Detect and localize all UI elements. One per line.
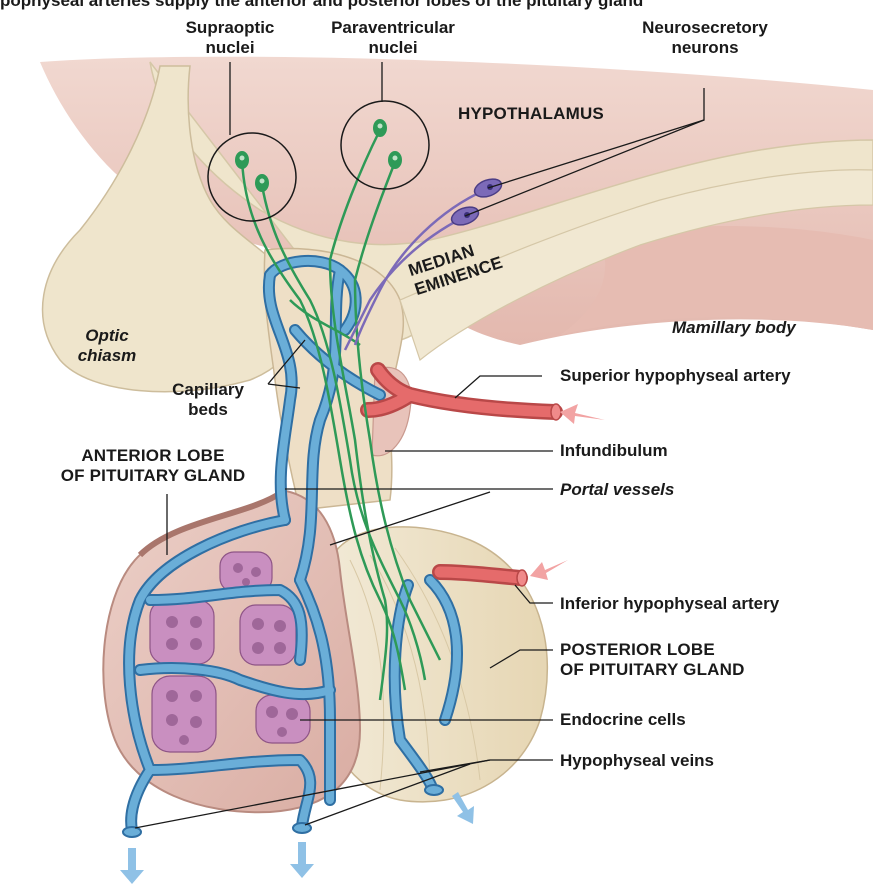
- portal-vessels-label: Portal vessels: [560, 480, 674, 500]
- posterior-lobe-label: POSTERIOR LOBE OF PITUITARY GLAND: [560, 640, 745, 680]
- mamillary-body-label: Mamillary body: [672, 318, 796, 338]
- inferior-hypophyseal-artery-label: Inferior hypophyseal artery: [560, 594, 779, 614]
- supraoptic-nuclei-label: Supraoptic nuclei: [168, 18, 292, 58]
- superior-hypophyseal-artery-label: Superior hypophyseal artery: [560, 366, 791, 386]
- inferior-artery-flow-arrow: [530, 560, 568, 580]
- anterior-lobe-label: ANTERIOR LOBE OF PITUITARY GLAND: [28, 446, 278, 486]
- capillary-beds-label: Capillary beds: [150, 380, 266, 420]
- infundibulum-label: Infundibulum: [560, 441, 668, 461]
- endocrine-cells-label: Endocrine cells: [560, 710, 686, 730]
- paraventricular-nuclei-label: Paraventricular nuclei: [318, 18, 468, 58]
- hypothalamus-label: HYPOTHALAMUS: [458, 104, 604, 124]
- optic-chiasm-label: Optic chiasm: [62, 326, 152, 366]
- neurosecretory-neurons-label: Neurosecretory neurons: [610, 18, 800, 58]
- hypophyseal-veins-label: Hypophyseal veins: [560, 751, 714, 771]
- superior-artery-flow-arrow: [560, 404, 605, 424]
